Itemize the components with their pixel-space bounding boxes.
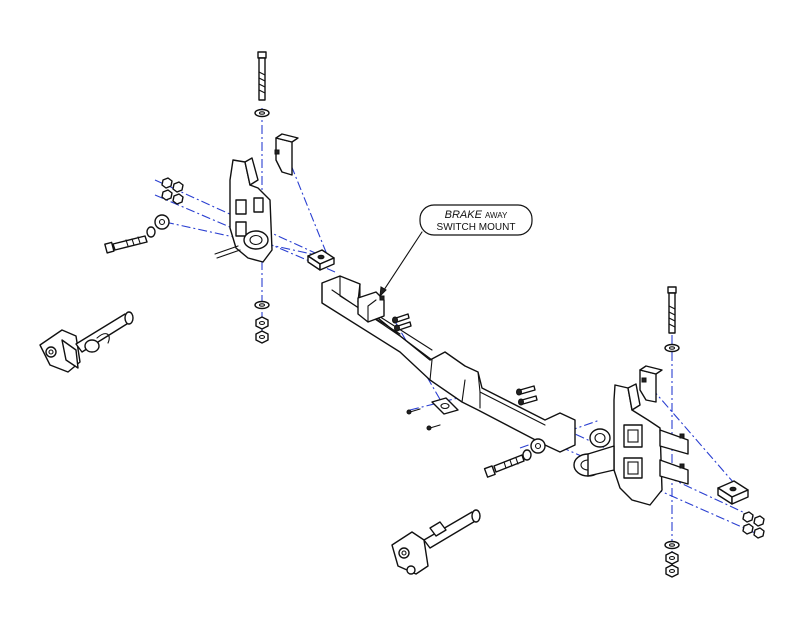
- callout-leader: [379, 231, 423, 298]
- left-nut-stack: [161, 177, 184, 205]
- callout-line-2: SWITCH MOUNT: [437, 222, 516, 233]
- right-spacer-block: [717, 480, 749, 505]
- left-bracket-clip: [274, 133, 299, 176]
- left-clevis-assembly: [39, 311, 134, 373]
- switch-mount-screws: [392, 313, 412, 332]
- brakeaway-switch-mount: [357, 291, 385, 323]
- right-side-bolt: [483, 438, 546, 478]
- left-spacer-block: [307, 249, 335, 271]
- right-nut-stack: [742, 511, 765, 539]
- top-bolt-left: [254, 51, 270, 118]
- main-crossbar: [321, 275, 576, 453]
- right-clevis-assembly: [391, 509, 481, 575]
- right-mounting-bracket: [573, 383, 689, 506]
- right-bracket-clip: [639, 365, 663, 403]
- left-mounting-bracket: [214, 157, 273, 263]
- right-bottom-hardware: [664, 540, 680, 578]
- center-plate: [406, 397, 459, 431]
- right-inner-bolts: [516, 385, 538, 406]
- left-bottom-hardware: [254, 300, 270, 344]
- top-bolt-right: [664, 286, 680, 353]
- left-side-bolt: [104, 214, 170, 254]
